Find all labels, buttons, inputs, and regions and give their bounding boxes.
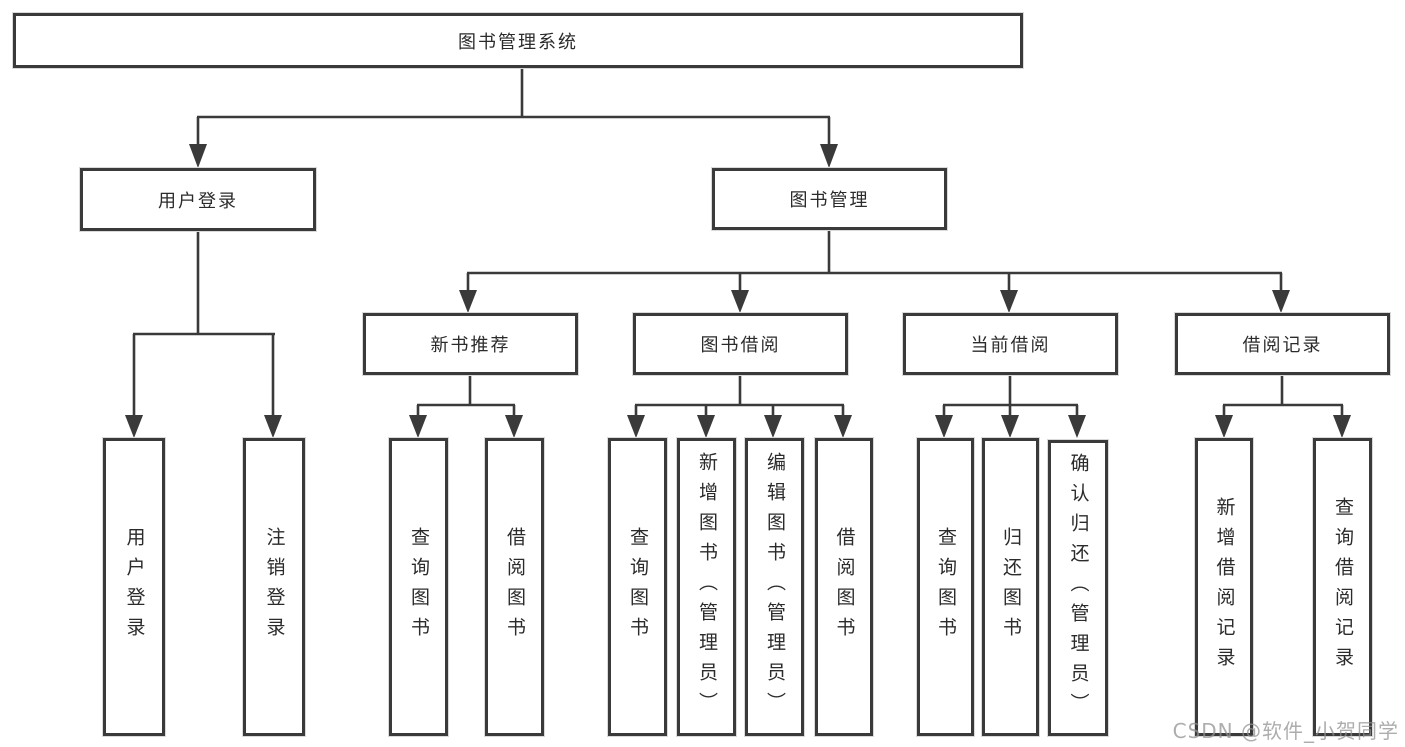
node-user-login: 用户登录: [80, 168, 316, 231]
arrowhead-icon: [1068, 415, 1086, 438]
leaf-query-books-3: 查询图书: [917, 438, 974, 736]
leaf-query-books-2: 查询图书: [608, 438, 667, 736]
node-new-book-recommend: 新书推荐: [363, 313, 578, 375]
node-label: 确认归还（管理员）: [1067, 453, 1090, 723]
arrowhead-icon: [731, 290, 749, 313]
node-label: 借阅记录: [1242, 335, 1323, 356]
node-book-borrowing: 图书借阅: [633, 313, 848, 375]
arrowhead-icon: [834, 415, 852, 438]
arrowhead-icon: [935, 415, 953, 438]
leaf-query-borrow-record: 查询借阅记录: [1313, 438, 1372, 736]
arrowhead-icon: [125, 415, 143, 438]
node-label: 图书管理系统: [458, 31, 578, 53]
node-label: 新增图书（管理员）: [696, 452, 718, 722]
node-label: 查询图书: [627, 527, 649, 647]
node-library-system: 图书管理系统: [13, 13, 1023, 68]
node-label: 查询借阅记录: [1332, 497, 1354, 677]
node-current-borrowing: 当前借阅: [903, 313, 1118, 375]
node-label: 图书管理: [789, 190, 870, 211]
node-label: 编辑图书（管理员）: [764, 452, 786, 722]
arrowhead-icon: [1215, 415, 1233, 438]
leaf-borrow-books-1: 借阅图书: [485, 438, 544, 736]
arrowhead-icon: [264, 415, 282, 438]
node-label: 借阅图书: [504, 527, 526, 647]
arrowhead-icon: [1001, 415, 1019, 438]
node-label: 查询图书: [935, 527, 957, 647]
leaf-return-books: 归还图书: [982, 438, 1039, 736]
node-label: 查询图书: [408, 527, 430, 647]
node-label: 归还图书: [1000, 527, 1022, 647]
arrowhead-icon: [409, 415, 427, 438]
arrowhead-icon: [820, 144, 838, 168]
leaf-add-borrow-record: 新增借阅记录: [1195, 438, 1253, 736]
leaf-borrow-books-2: 借阅图书: [815, 438, 873, 736]
node-borrowing-records: 借阅记录: [1175, 313, 1390, 375]
leaf-logout: 注销登录: [243, 438, 305, 736]
arrowhead-icon: [1333, 415, 1351, 438]
node-label: 当前借阅: [970, 335, 1051, 356]
node-label: 新增借阅记录: [1213, 497, 1236, 677]
node-label: 用户登录: [123, 527, 146, 647]
node-label: 新书推荐: [430, 335, 511, 356]
node-label: 借阅图书: [833, 527, 856, 647]
csdn-watermark: CSDN @软件_小贺同学: [1172, 719, 1399, 743]
arrowhead-icon: [1272, 290, 1290, 313]
arrowhead-icon: [505, 415, 523, 438]
arrowhead-icon: [697, 415, 715, 438]
node-label: 注销登录: [263, 527, 286, 647]
leaf-edit-book-admin: 编辑图书（管理员）: [745, 438, 804, 736]
arrowhead-icon: [459, 290, 477, 313]
leaf-confirm-return-admin: 确认归还（管理员）: [1048, 440, 1108, 736]
arrowhead-icon: [627, 415, 645, 438]
leaf-user-login: 用户登录: [103, 438, 165, 736]
arrowhead-icon: [189, 144, 207, 168]
leaf-add-book-admin: 新增图书（管理员）: [677, 438, 736, 736]
leaf-query-books-1: 查询图书: [389, 438, 448, 736]
node-label: 用户登录: [158, 190, 238, 212]
node-label: 图书借阅: [700, 335, 781, 356]
arrowhead-icon: [764, 415, 782, 438]
arrowhead-icon: [1000, 290, 1018, 313]
node-book-management: 图书管理: [712, 168, 947, 230]
tree-edges: [132, 68, 1344, 420]
arrowhead-icons: [125, 144, 1351, 438]
